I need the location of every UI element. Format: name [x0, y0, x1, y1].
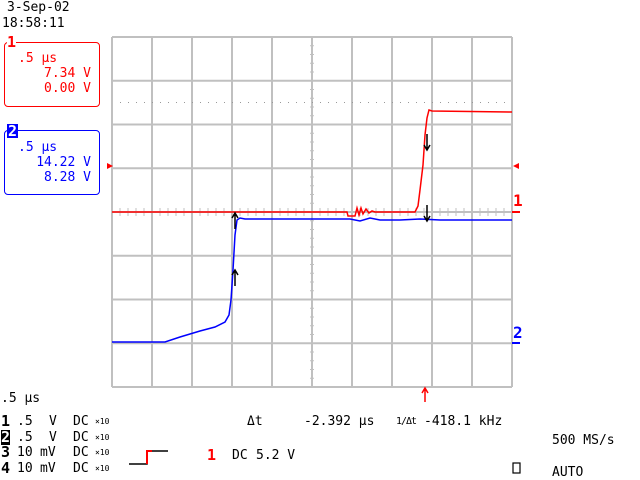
probe-attenuation: ×10 — [95, 448, 110, 457]
ch1-ground-label: 1 — [513, 191, 523, 210]
channel-coupling: DC — [73, 445, 89, 460]
ch1-v2: 0.00 V — [44, 81, 91, 96]
probe-attenuation: ×10 — [95, 432, 110, 442]
trigger-level: 5.2 V — [256, 448, 296, 463]
channel-unit: V — [49, 429, 57, 445]
ch1-trigger-marker-left — [107, 163, 113, 169]
ch2-trace — [112, 217, 512, 343]
timebase: .5 μs — [1, 391, 41, 406]
channel-unit: V — [49, 414, 57, 429]
channel-coupling: DC — [73, 414, 89, 429]
channel-number: 4 — [1, 458, 11, 477]
ch2-timebase: .5 μs — [18, 140, 58, 155]
ch2-v2: 8.28 V — [44, 170, 91, 185]
delta-t-label: Δt — [247, 414, 263, 429]
channel-coupling: DC — [73, 460, 89, 476]
probe-attenuation: ×10 — [95, 417, 110, 426]
channel-unit: mV — [40, 460, 56, 476]
trigger-slope-icon — [129, 450, 168, 465]
channel-coupling: DC — [73, 429, 89, 445]
channel-scale: 10 — [17, 445, 33, 460]
acq-mode: AUTO — [552, 465, 584, 480]
ch2-ground-label: 2 — [513, 323, 523, 342]
date: 3-Sep-02 — [7, 0, 70, 15]
acq-status-icon — [512, 462, 521, 474]
delta-t-value: -2.392 μs — [304, 414, 375, 429]
ch2-badge: 2 — [7, 122, 19, 140]
trigger-coupling: DC — [232, 448, 248, 463]
channel-scale: 10 — [17, 460, 33, 476]
channel-scale: .5 — [17, 429, 33, 445]
time: 18:58:11 — [2, 16, 65, 31]
ch2-v1: 14.22 V — [36, 155, 91, 170]
channel-unit: mV — [40, 445, 56, 460]
trigger-source: 1 — [207, 446, 217, 464]
channel-number: 3 — [1, 443, 11, 461]
channel-number: 2 — [1, 427, 11, 446]
cursor-arrows — [231, 134, 431, 286]
channel-scale: .5 — [17, 414, 33, 429]
ch2-cursor-box: 2 .5 μs 14.22 V 8.28 V — [4, 124, 100, 195]
ch1-timebase: .5 μs — [18, 51, 58, 66]
ch1-trace — [112, 109, 513, 218]
probe-attenuation: ×10 — [95, 463, 110, 473]
inv-delta-t-value: -418.1 kHz — [424, 414, 503, 429]
trigger-position-arrow — [421, 386, 429, 402]
inv-delta-t-label: 1/Δt — [396, 416, 417, 427]
ch1-cursor-box: 1 .5 μs 7.34 V 0.00 V — [4, 35, 100, 107]
ch1-badge: 1 — [7, 33, 17, 51]
sample-rate: 500 MS/s — [552, 433, 615, 448]
ch1-trigger-marker-right — [513, 163, 519, 169]
ch1-v1: 7.34 V — [44, 66, 91, 81]
channel-number: 1 — [1, 412, 11, 430]
